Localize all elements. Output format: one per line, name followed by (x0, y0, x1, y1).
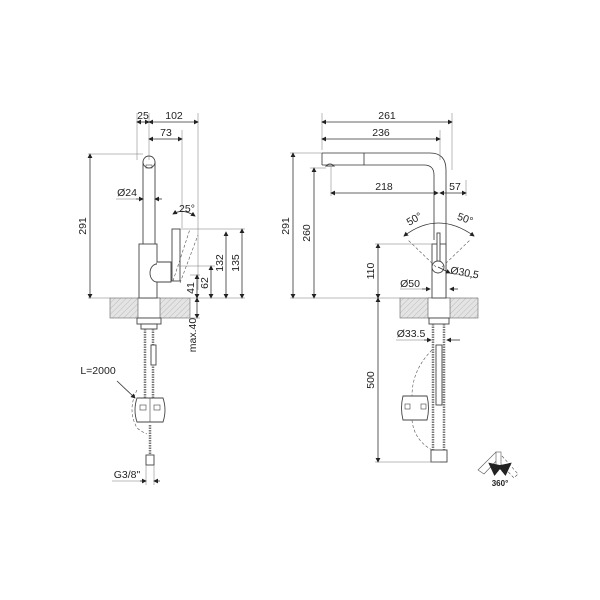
dim-102: 102 (165, 110, 183, 122)
dim-angle50-right: 50° (456, 211, 475, 228)
dim-dia30-5: Ø30,5 (449, 265, 479, 282)
dim-500: 500 (365, 371, 377, 389)
rotation-label: 360° (492, 479, 509, 488)
side-view: 25 102 73 291 Ø24 25° 135 132 62 41 max.… (77, 110, 245, 485)
dim-291-front: 291 (280, 217, 292, 235)
front-view: 261 236 218 57 291 260 50° 50° Ø30,5 110 (280, 110, 480, 463)
dim-57: 57 (449, 181, 461, 193)
dim-62: 62 (199, 277, 211, 289)
dim-dia50: Ø50 (400, 278, 420, 290)
dim-25: 25 (137, 110, 149, 122)
rotation-360-icon: 360° (477, 451, 519, 488)
dim-max40: max.40 (187, 318, 199, 353)
dim-132: 132 (214, 254, 226, 272)
dim-260: 260 (301, 224, 313, 242)
dim-135: 135 (230, 254, 242, 272)
dim-218: 218 (375, 181, 393, 193)
hose-weight-front (401, 395, 429, 421)
dim-angle25: 25° (179, 203, 195, 215)
dim-41: 41 (185, 282, 197, 294)
dim-261: 261 (378, 110, 396, 122)
dim-73: 73 (160, 127, 172, 139)
dim-236: 236 (372, 127, 390, 139)
lever (171, 228, 181, 282)
spout-arc (322, 152, 447, 298)
dim-dia24: Ø24 (117, 187, 137, 199)
dim-thread: G3/8" (114, 469, 141, 481)
dim-110: 110 (365, 262, 377, 279)
dim-291: 291 (77, 217, 89, 235)
dim-dia33-5: Ø33.5 (397, 328, 426, 340)
dim-hose-length: L=2000 (80, 365, 115, 377)
